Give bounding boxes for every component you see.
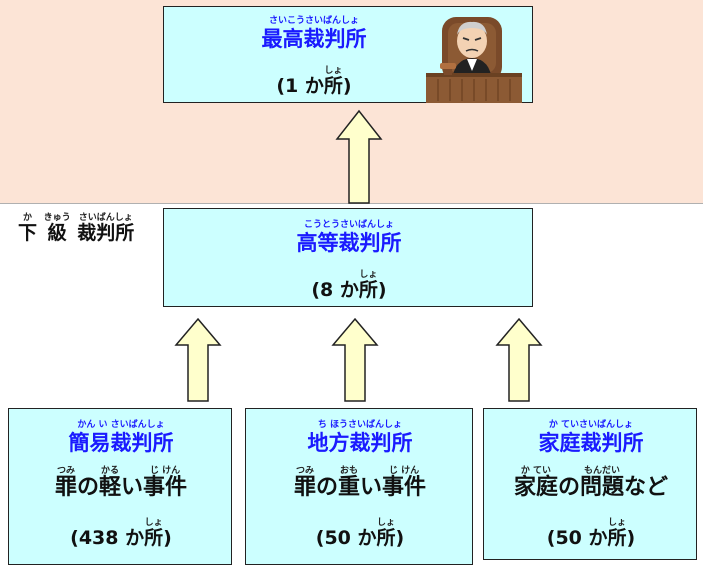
district-court-ruby: ち ほうさいばんしょ: [317, 420, 403, 430]
family-court-ruby: か ていさいばんしょ: [548, 420, 634, 430]
lower-courts-label: か下 きゅう級 さいばんしょ裁判所: [18, 213, 135, 244]
summary-court-count: (438 かしょ所): [70, 518, 172, 549]
supreme-court-ruby: さいこうさいばんしょ: [268, 16, 359, 26]
family-court-cases: か てい家庭のもんだい問題など: [513, 466, 669, 500]
high-court-box: こうとうさいばんしょ 高等裁判所 (8 かしょ所): [163, 208, 533, 307]
supreme-court-box: さいこうさいばんしょ 最高裁判所 (1 かしょ所): [163, 6, 533, 103]
high-court-count: (8 かしょ所): [311, 270, 387, 301]
summary-court-ruby: かん い さいばんしょ: [77, 420, 165, 430]
district-court-title: 地方裁判所: [307, 431, 413, 455]
up-arrow-high-to-supreme: [335, 109, 383, 204]
high-court-ruby: こうとうさいばんしょ: [303, 220, 394, 230]
supreme-court-title: 最高裁判所: [261, 27, 367, 51]
summary-court-box: かん い さいばんしょ 簡易裁判所 つみ罪のかる軽いじ けん事件 (438 かし…: [8, 408, 232, 565]
judge-illustration-icon: [426, 17, 522, 103]
district-court-count: (50 かしょ所): [315, 518, 405, 549]
up-arrow-family-to-high: [495, 317, 543, 402]
family-court-count: (50 かしょ所): [546, 518, 636, 549]
high-court-title: 高等裁判所: [296, 231, 402, 255]
district-court-box: ち ほうさいばんしょ 地方裁判所 つみ罪のおも重いじ けん事件 (50 かしょ所…: [245, 408, 473, 565]
up-arrow-district-to-high: [331, 317, 379, 402]
summary-court-cases: つみ罪のかる軽いじ けん事件: [54, 466, 188, 500]
district-court-cases: つみ罪のおも重いじ けん事件: [293, 466, 427, 500]
up-arrow-summary-to-high: [174, 317, 222, 402]
family-court-title: 家庭裁判所: [538, 431, 644, 455]
summary-court-title: 簡易裁判所: [68, 431, 174, 455]
family-court-box: か ていさいばんしょ 家庭裁判所 か てい家庭のもんだい問題など (50 かしょ…: [483, 408, 697, 560]
supreme-court-count: (1 かしょ所): [276, 66, 352, 97]
